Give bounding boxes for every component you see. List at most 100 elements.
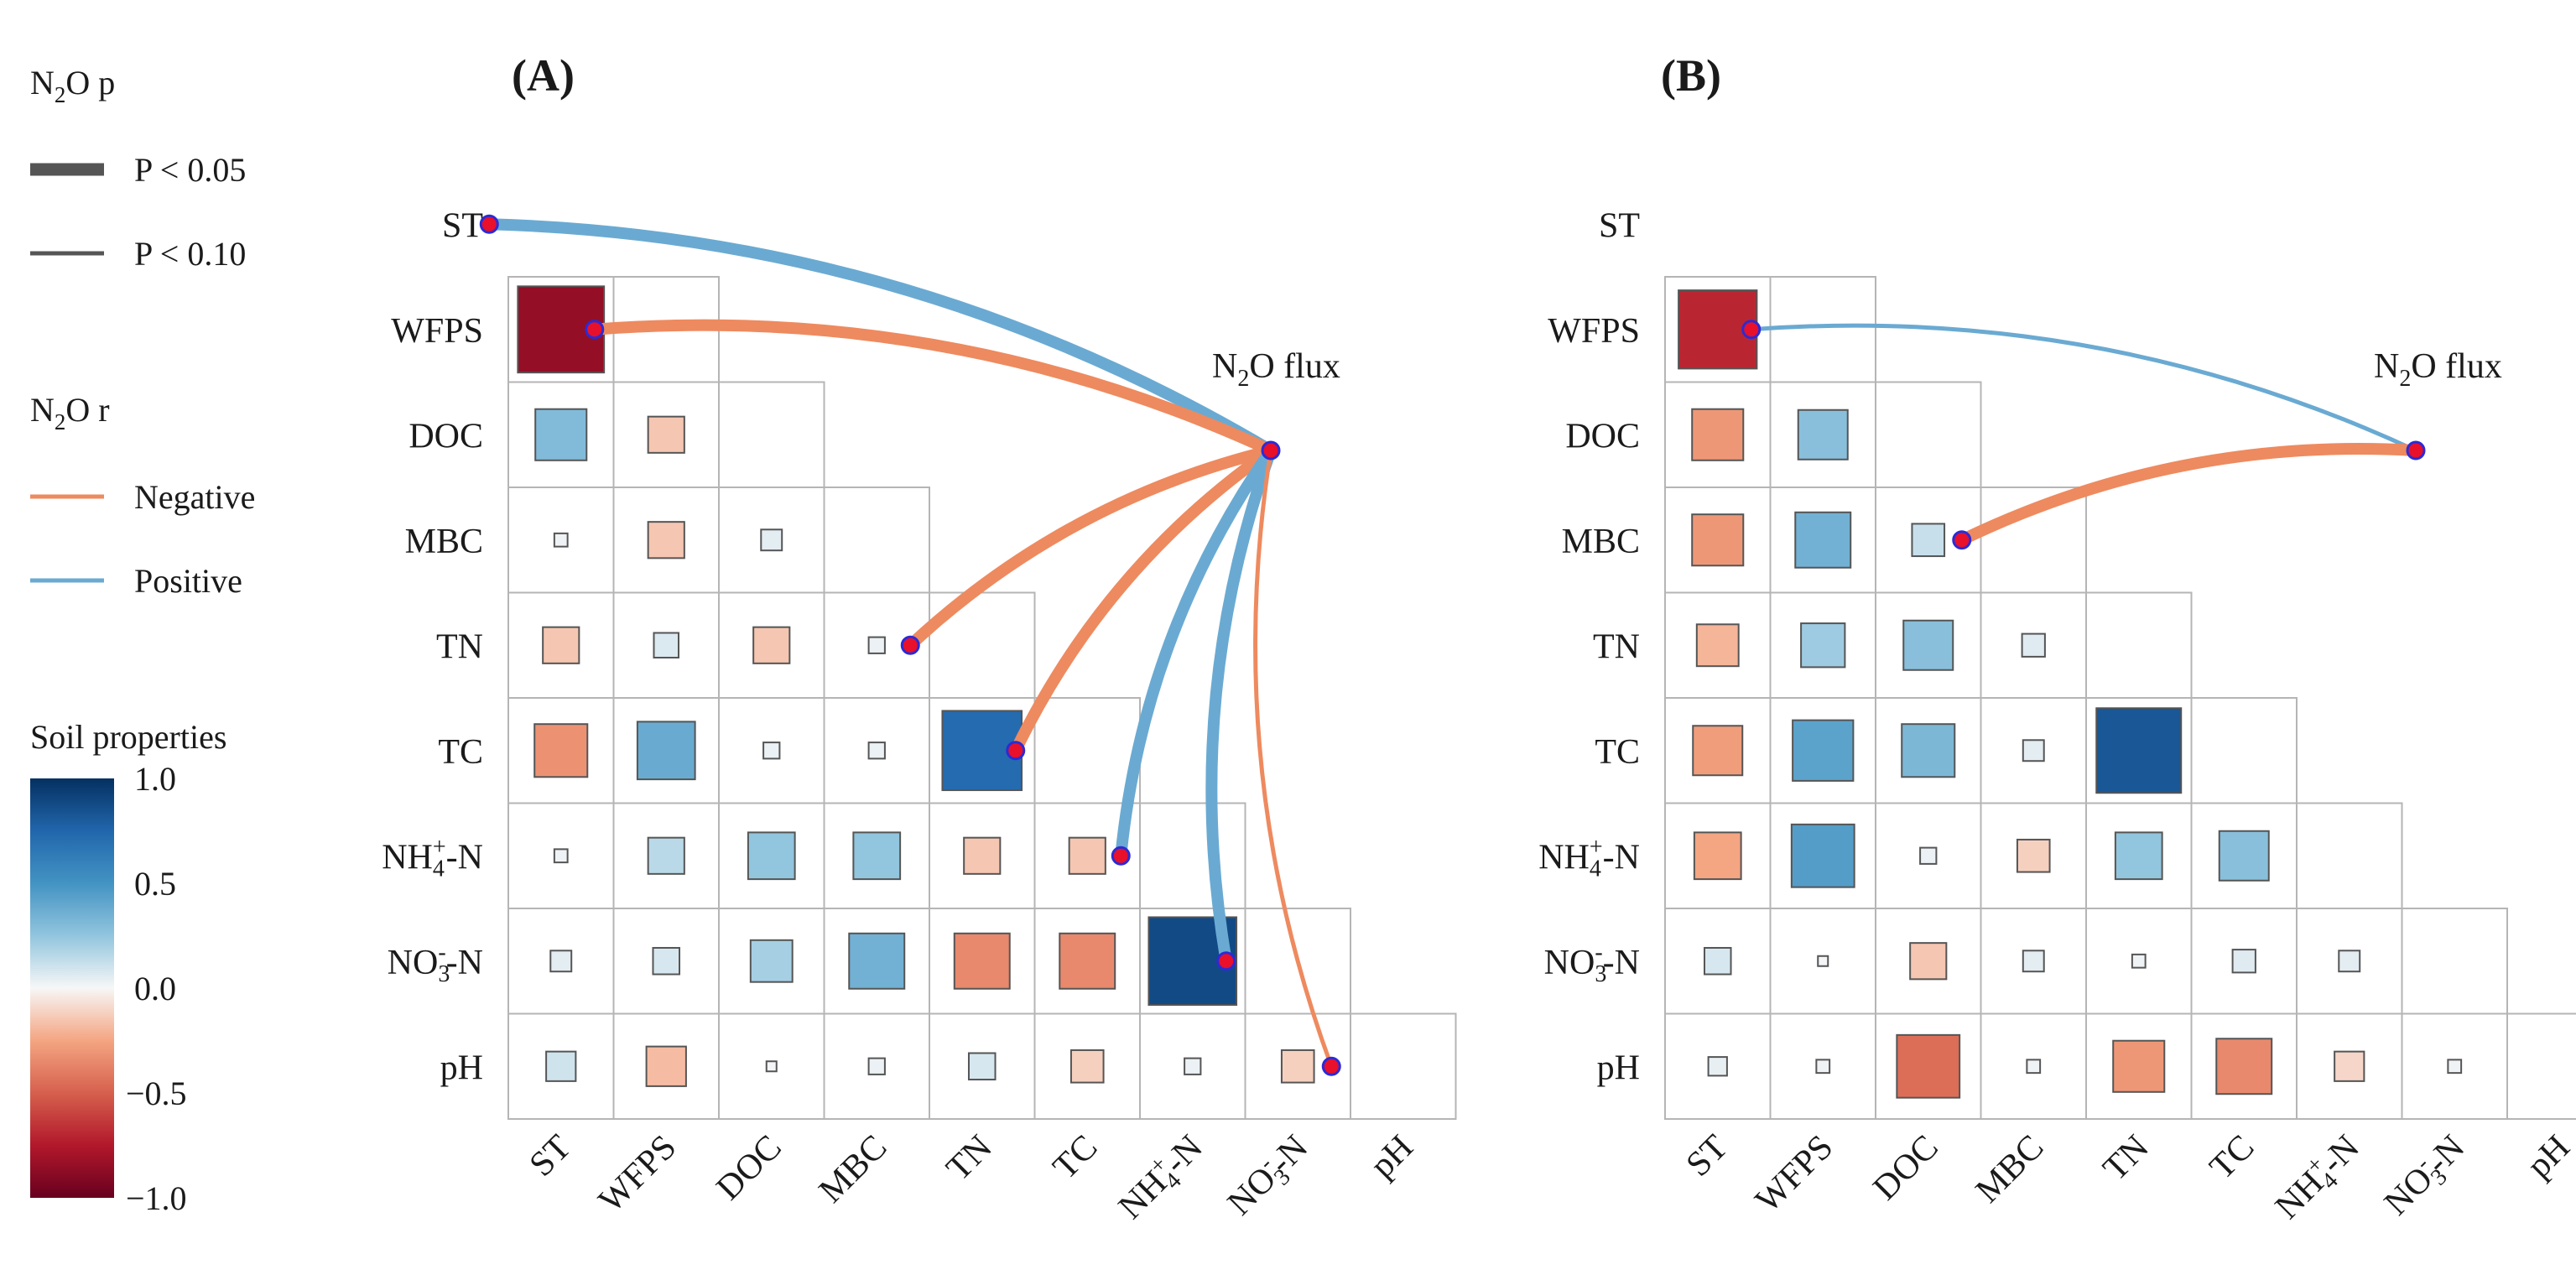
row-label: TC <box>1595 733 1640 772</box>
row-label: TC <box>438 733 483 772</box>
heatmap-cell <box>2085 591 2193 699</box>
correlation-square <box>2095 707 2183 794</box>
correlation-square <box>2131 953 2147 969</box>
legend-p005-label: P < 0.05 <box>134 151 246 189</box>
legend-negative-label: Negative <box>134 478 255 516</box>
legend-p: N2O p P < 0.05 P < 0.10 <box>30 64 246 273</box>
target-node <box>2406 440 2426 461</box>
link-node <box>1006 741 1026 761</box>
link-line <box>1253 448 1334 1069</box>
correlation-square <box>1707 1056 1728 1077</box>
correlation-square <box>652 946 681 976</box>
correlation-square <box>747 831 796 881</box>
correlation-square <box>762 742 781 760</box>
correlation-square <box>2022 739 2045 762</box>
correlation-square <box>1691 408 1745 461</box>
correlation-square <box>645 1045 687 1087</box>
correlation-square <box>1817 955 1829 967</box>
colorbar-tick: −0.5 <box>126 1075 187 1112</box>
correlation-square <box>1068 836 1106 875</box>
row-label: WFPS <box>391 312 483 351</box>
correlation-square <box>1794 511 1852 569</box>
correlation-square <box>1909 942 1948 981</box>
correlation-square <box>1703 946 1732 976</box>
heatmap-grid <box>507 276 1457 1120</box>
colorbar-title: Soil properties <box>30 718 226 756</box>
correlation-square <box>1069 1049 1105 1084</box>
link-line <box>1205 445 1277 967</box>
correlation-square <box>549 950 573 973</box>
link-line <box>1749 323 2418 453</box>
correlation-square <box>752 626 791 664</box>
column-label: TN <box>2096 1128 2157 1189</box>
link-line <box>588 319 1277 456</box>
correlation-square <box>749 939 794 983</box>
correlation-square <box>2215 1038 2273 1095</box>
correlation-square <box>1919 846 1938 865</box>
colorbar: Soil properties 1.0 0.5 0.0 −0.5 −1.0 <box>30 718 226 1217</box>
column-label: NO3--N <box>1218 1125 1319 1226</box>
row-label: DOC <box>1565 417 1640 455</box>
heatmap-cell <box>718 381 825 488</box>
column-label: ST <box>1679 1128 1736 1184</box>
heatmap-cell <box>1980 487 2087 594</box>
column-label: TC <box>1046 1128 1105 1187</box>
link-line <box>1115 445 1277 862</box>
correlation-square <box>1901 723 1956 778</box>
heatmap-cell <box>1769 276 1876 383</box>
correlation-square <box>636 721 696 781</box>
heatmap-cell <box>2296 802 2403 909</box>
row-label: MBC <box>405 523 483 561</box>
row-label: pH <box>440 1049 483 1087</box>
correlation-square <box>1911 523 1946 558</box>
correlation-square <box>1815 1059 1831 1075</box>
column-label: WFPS <box>1748 1128 1840 1220</box>
link-node <box>1111 846 1131 866</box>
column-label: DOC <box>710 1128 789 1208</box>
heatmap-cell <box>1350 1012 1457 1120</box>
correlation-square <box>1693 831 1742 881</box>
panel-label: (A) <box>512 50 575 101</box>
row-label: TN <box>1593 627 1640 666</box>
correlation-square <box>765 1060 778 1073</box>
target-label: N2O flux <box>2374 347 2502 392</box>
legend-positive-label: Positive <box>134 562 242 600</box>
heatmap-cell <box>1244 908 1351 1015</box>
link-node <box>1741 320 1762 340</box>
correlation-square <box>553 532 569 548</box>
heatmap-cell <box>1875 381 1982 488</box>
correlation-square <box>867 636 886 654</box>
colorbar-tick: −1.0 <box>126 1179 187 1217</box>
correlation-square <box>2021 632 2046 658</box>
column-label: TC <box>2203 1128 2261 1187</box>
correlation-square <box>545 1050 577 1082</box>
row-label: NH4+-N <box>382 834 483 882</box>
link-node <box>1216 951 1236 971</box>
colorbar-tick: 0.0 <box>134 970 176 1007</box>
row-label: NO3--N <box>388 939 483 987</box>
link-node <box>900 635 920 655</box>
row-label: TN <box>436 627 483 666</box>
heatmap-cell <box>2401 908 2508 1015</box>
link-node <box>479 214 499 234</box>
correlation-square <box>1792 719 1855 782</box>
mantel-links <box>1741 320 2426 550</box>
colorbar-gradient <box>30 778 114 1198</box>
column-label: pH <box>2520 1128 2576 1186</box>
correlation-square <box>542 626 580 664</box>
correlation-square <box>1797 409 1849 461</box>
correlation-square <box>1896 1033 1961 1099</box>
row-label: NH4+-N <box>1538 834 1640 882</box>
target-label: N2O flux <box>1212 347 1340 392</box>
column-label: DOC <box>1866 1128 1946 1208</box>
correlation-square <box>967 1052 997 1081</box>
heatmap-cell <box>2190 697 2298 804</box>
row-label: pH <box>1597 1049 1640 1087</box>
correlation-square <box>2218 830 2270 882</box>
panel-label: (B) <box>1661 50 1721 101</box>
correlation-square <box>534 408 588 461</box>
column-label: WFPS <box>591 1128 684 1220</box>
link-line <box>1009 445 1277 757</box>
